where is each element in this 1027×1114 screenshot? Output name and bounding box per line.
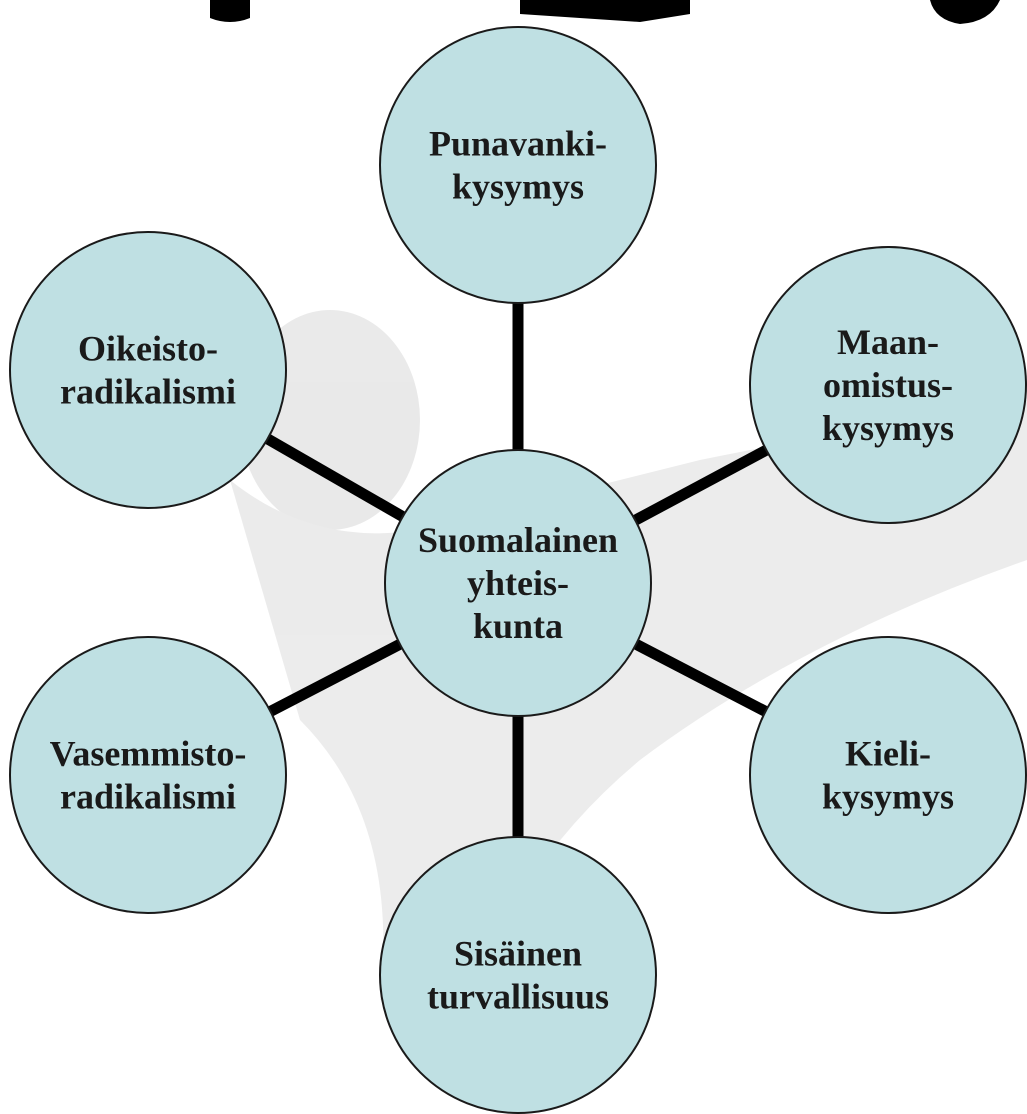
- connector-lines: [261, 299, 773, 841]
- bubble-vasemmisto-label-line: Vasemmisto-: [50, 734, 247, 774]
- bubble-punavanki: Punavanki-kysymys: [379, 26, 657, 304]
- connector-oikeisto: [261, 432, 409, 524]
- bubble-oikeisto-label-line: radikalismi: [60, 372, 236, 412]
- bubble-punavanki-circle: [379, 26, 657, 304]
- bubble-maanomistus-label-line: kysymys: [822, 408, 954, 448]
- center-bubble-suomalainen-yhteiskunta-label-line: yhteis-: [467, 563, 569, 603]
- bubble-kieli: Kieli-kysymys: [749, 636, 1027, 914]
- bubble-punavanki-label-line: Punavanki-: [429, 124, 607, 164]
- connector-maanomistus: [629, 443, 773, 527]
- bubble-punavanki-label-line: kysymys: [452, 167, 584, 207]
- bubble-maanomistus: Maan-omistus-kysymys: [749, 246, 1027, 524]
- bubble-oikeisto-circle: [9, 231, 287, 509]
- bubble-vasemmisto-label-line: radikalismi: [60, 777, 236, 817]
- bubble-sisainen-circle: [379, 836, 657, 1114]
- bubble-kieli-label-line: Kieli-: [845, 734, 931, 774]
- center-bubble-suomalainen-yhteiskunta-label-line: Suomalainen: [418, 520, 618, 560]
- bubble-maanomistus-label-line: Maan-: [837, 322, 939, 362]
- bubble-sisainen-label-line: turvallisuus: [427, 977, 609, 1017]
- bubble-oikeisto-label-line: Oikeisto-: [78, 329, 218, 369]
- bubble-vasemmisto: Vasemmisto-radikalismi: [9, 636, 287, 914]
- center-bubble-suomalainen-yhteiskunta-label-line: kunta: [473, 606, 563, 646]
- bubble-sisainen-label-line: Sisäinen: [454, 934, 582, 974]
- connector-vasemmisto: [264, 637, 407, 719]
- bubble-vasemmisto-circle: [9, 636, 287, 914]
- bubble-maanomistus-circle: [749, 246, 1027, 524]
- bubble-kieli-label-line: kysymys: [822, 777, 954, 817]
- center-bubble-suomalainen-yhteiskunta-circle: [384, 449, 652, 717]
- connector-kieli: [629, 637, 772, 719]
- bubble-kieli-circle: [749, 636, 1027, 914]
- bubble-maanomistus-label-line: omistus-: [823, 365, 953, 405]
- cropped-title-fragment: [0, 0, 1027, 30]
- bubble-oikeisto: Oikeisto-radikalismi: [9, 231, 287, 509]
